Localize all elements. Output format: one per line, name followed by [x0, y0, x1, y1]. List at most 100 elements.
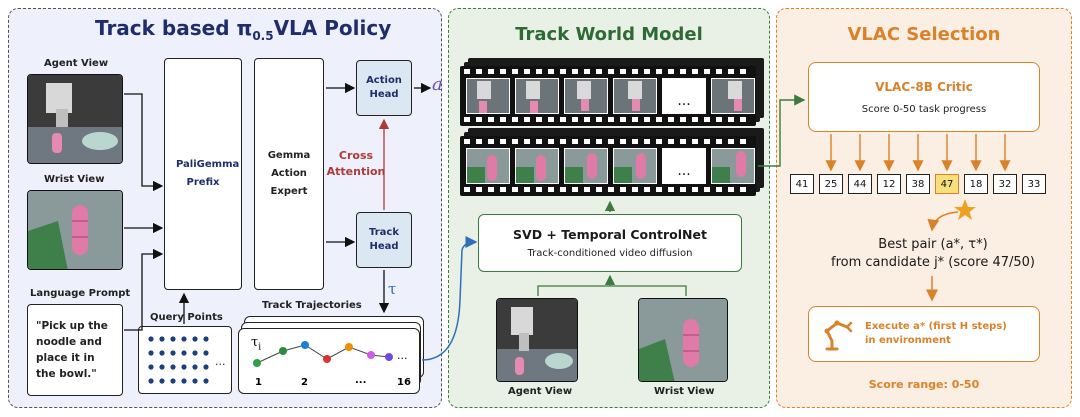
traj-tick-1: 1 — [255, 377, 262, 388]
star-icon — [953, 198, 977, 222]
sprocket-hole — [536, 69, 542, 74]
svd-controlnet-box: SVD + Temporal ControlNet Track-conditio… — [478, 214, 742, 272]
vlac-critic-box: VLAC-8B Critic Score 0-50 task progress — [808, 62, 1040, 132]
traj-tick-3: ... — [355, 375, 367, 386]
sprocket-hole — [668, 139, 674, 144]
world-agent-scene — [497, 299, 577, 381]
query-point — [203, 336, 209, 342]
sprocket-hole — [656, 187, 662, 192]
sprocket-hole — [632, 139, 638, 144]
sprocket-hole — [680, 187, 686, 192]
gemma-label: Gemma Action Expert — [267, 150, 311, 197]
film-frame — [613, 148, 657, 184]
world-agent-view-label: Agent View — [508, 386, 573, 397]
sprocket-hole — [704, 187, 710, 192]
sprocket-hole — [596, 139, 602, 144]
sprocket-hole — [656, 117, 662, 122]
trajectory-card: τi ... 1 2 ... 16 — [238, 328, 420, 394]
sprocket-hole — [608, 139, 614, 144]
film-strip-bottom: ... — [460, 136, 756, 196]
query-point — [148, 378, 154, 384]
track-head-label: Track Head — [369, 227, 399, 252]
sprocket-hole — [512, 69, 518, 74]
traj-point — [279, 347, 287, 355]
sprocket-hole — [536, 187, 542, 192]
sprocket-hole — [620, 69, 626, 74]
query-point — [159, 364, 165, 370]
score-box: 44 — [848, 174, 872, 194]
film-frame — [613, 78, 657, 114]
sprocket-hole — [656, 139, 662, 144]
sprocket-hole — [704, 69, 710, 74]
film-strip-top-holes — [464, 69, 746, 122]
query-point — [170, 364, 176, 370]
sprocket-hole — [548, 117, 554, 122]
sprocket-hole — [644, 69, 650, 74]
sprocket-hole — [704, 117, 710, 122]
traj-point — [345, 343, 353, 351]
query-point — [203, 364, 209, 370]
sprocket-hole — [728, 187, 734, 192]
query-point — [159, 350, 165, 356]
sprocket-hole — [740, 187, 746, 192]
prompt-box: "Pick up the noodle and place it in the … — [27, 304, 123, 396]
sprocket-hole — [596, 187, 602, 192]
gemma-action-expert-box: Gemma Action Expert — [254, 58, 324, 290]
query-point — [192, 364, 198, 370]
execute-line2: in environment — [865, 335, 951, 346]
wrist-view-image — [27, 190, 123, 270]
sprocket-hole — [680, 139, 686, 144]
film-frame — [711, 148, 755, 184]
sprocket-hole — [668, 69, 674, 74]
star-icon-svg — [954, 199, 976, 220]
vlac-title: VLAC Selection — [847, 24, 1001, 45]
policy-title: Track based π0.5VLA Policy — [95, 16, 391, 43]
sprocket-hole — [488, 117, 494, 122]
sprocket-hole — [668, 187, 674, 192]
sprocket-hole — [500, 117, 506, 122]
sprocket-hole — [644, 139, 650, 144]
sprocket-hole — [524, 187, 530, 192]
score-box: 12 — [877, 174, 901, 194]
traj-tick-2: 2 — [301, 377, 308, 388]
sprocket-hole — [560, 117, 566, 122]
sprocket-hole — [632, 117, 638, 122]
sprocket-hole — [524, 117, 530, 122]
sprocket-hole — [476, 139, 482, 144]
sprocket-hole — [536, 139, 542, 144]
sprocket-hole — [716, 69, 722, 74]
policy-title-sub: 0.5 — [252, 29, 274, 43]
sprocket-hole — [608, 187, 614, 192]
sprocket-hole — [512, 139, 518, 144]
sprocket-hole — [632, 187, 638, 192]
query-point — [170, 336, 176, 342]
film-strip-top: ... — [460, 66, 756, 126]
sprocket-hole — [488, 69, 494, 74]
sprocket-hole — [524, 139, 530, 144]
sprocket-hole — [668, 117, 674, 122]
traj-point — [367, 351, 375, 359]
paligemma-label: PaliGemma Prefix — [176, 159, 240, 188]
traj-point — [385, 353, 393, 361]
sprocket-hole — [692, 187, 698, 192]
sprocket-hole — [572, 187, 578, 192]
sprocket-hole — [476, 187, 482, 192]
film-ellipsis-top: ... — [677, 93, 691, 109]
query-point — [181, 378, 187, 384]
query-point — [148, 350, 154, 356]
score-box: 47 — [935, 174, 959, 194]
query-points-label: Query Points — [150, 312, 223, 323]
sprocket-hole — [536, 117, 542, 122]
query-point — [181, 350, 187, 356]
sprocket-hole — [524, 69, 530, 74]
tau-i-sub: i — [258, 342, 262, 353]
sprocket-hole — [476, 117, 482, 122]
sprocket-hole — [716, 139, 722, 144]
sprocket-hole — [488, 139, 494, 144]
sprocket-hole — [572, 69, 578, 74]
score-box: 32 — [993, 174, 1017, 194]
sprocket-hole — [596, 117, 602, 122]
sprocket-hole — [488, 187, 494, 192]
sprocket-hole — [728, 139, 734, 144]
